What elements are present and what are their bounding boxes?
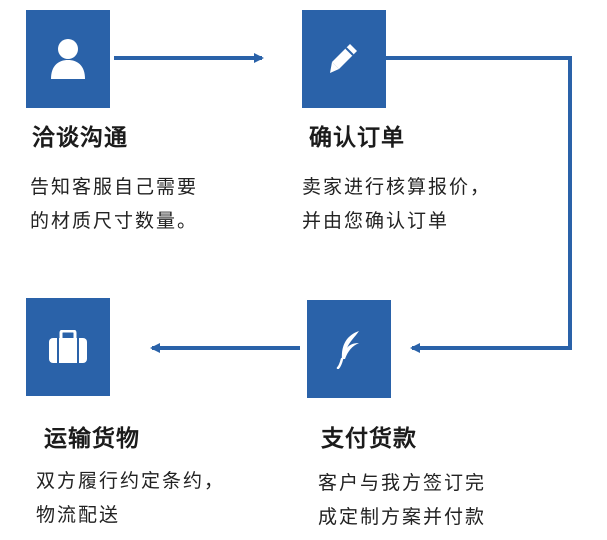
step1-line2: 的材质尺寸数量。 — [30, 210, 199, 232]
step2-line2: 并由您确认订单 — [302, 210, 450, 232]
user-icon — [51, 39, 85, 79]
feather-icon — [336, 331, 359, 369]
step4-line2: 物流配送 — [36, 504, 121, 526]
step1-icon-box — [26, 10, 110, 108]
step2-line1: 卖家进行核算报价， — [302, 176, 492, 198]
step3-title: 支付货款 — [321, 426, 417, 452]
step4-line1: 双方履行约定条约， — [36, 470, 226, 492]
step3-line2: 成定制方案并付款 — [318, 506, 487, 528]
step1-title: 洽谈沟通 — [32, 125, 128, 151]
pencil-icon — [330, 44, 357, 73]
arrow-step2-to-step3 — [386, 56, 572, 353]
step3-icon-box — [307, 300, 391, 398]
step2-title: 确认订单 — [309, 125, 405, 151]
step1-description: 告知客服自己需要 的材质尺寸数量。 — [30, 170, 198, 238]
step3-line1: 客户与我方签订完 — [318, 472, 487, 494]
step2-icon-box — [302, 10, 386, 108]
step4-icon-box — [26, 298, 110, 396]
step4-title: 运输货物 — [44, 426, 140, 452]
step4-description: 双方履行约定条约， 物流配送 — [36, 464, 225, 532]
step3-description: 客户与我方签订完 成定制方案并付款 — [318, 466, 486, 534]
step1-line1: 告知客服自己需要 — [30, 176, 199, 198]
step2-description: 卖家进行核算报价， 并由您确认订单 — [302, 170, 491, 238]
briefcase-icon — [49, 330, 87, 363]
